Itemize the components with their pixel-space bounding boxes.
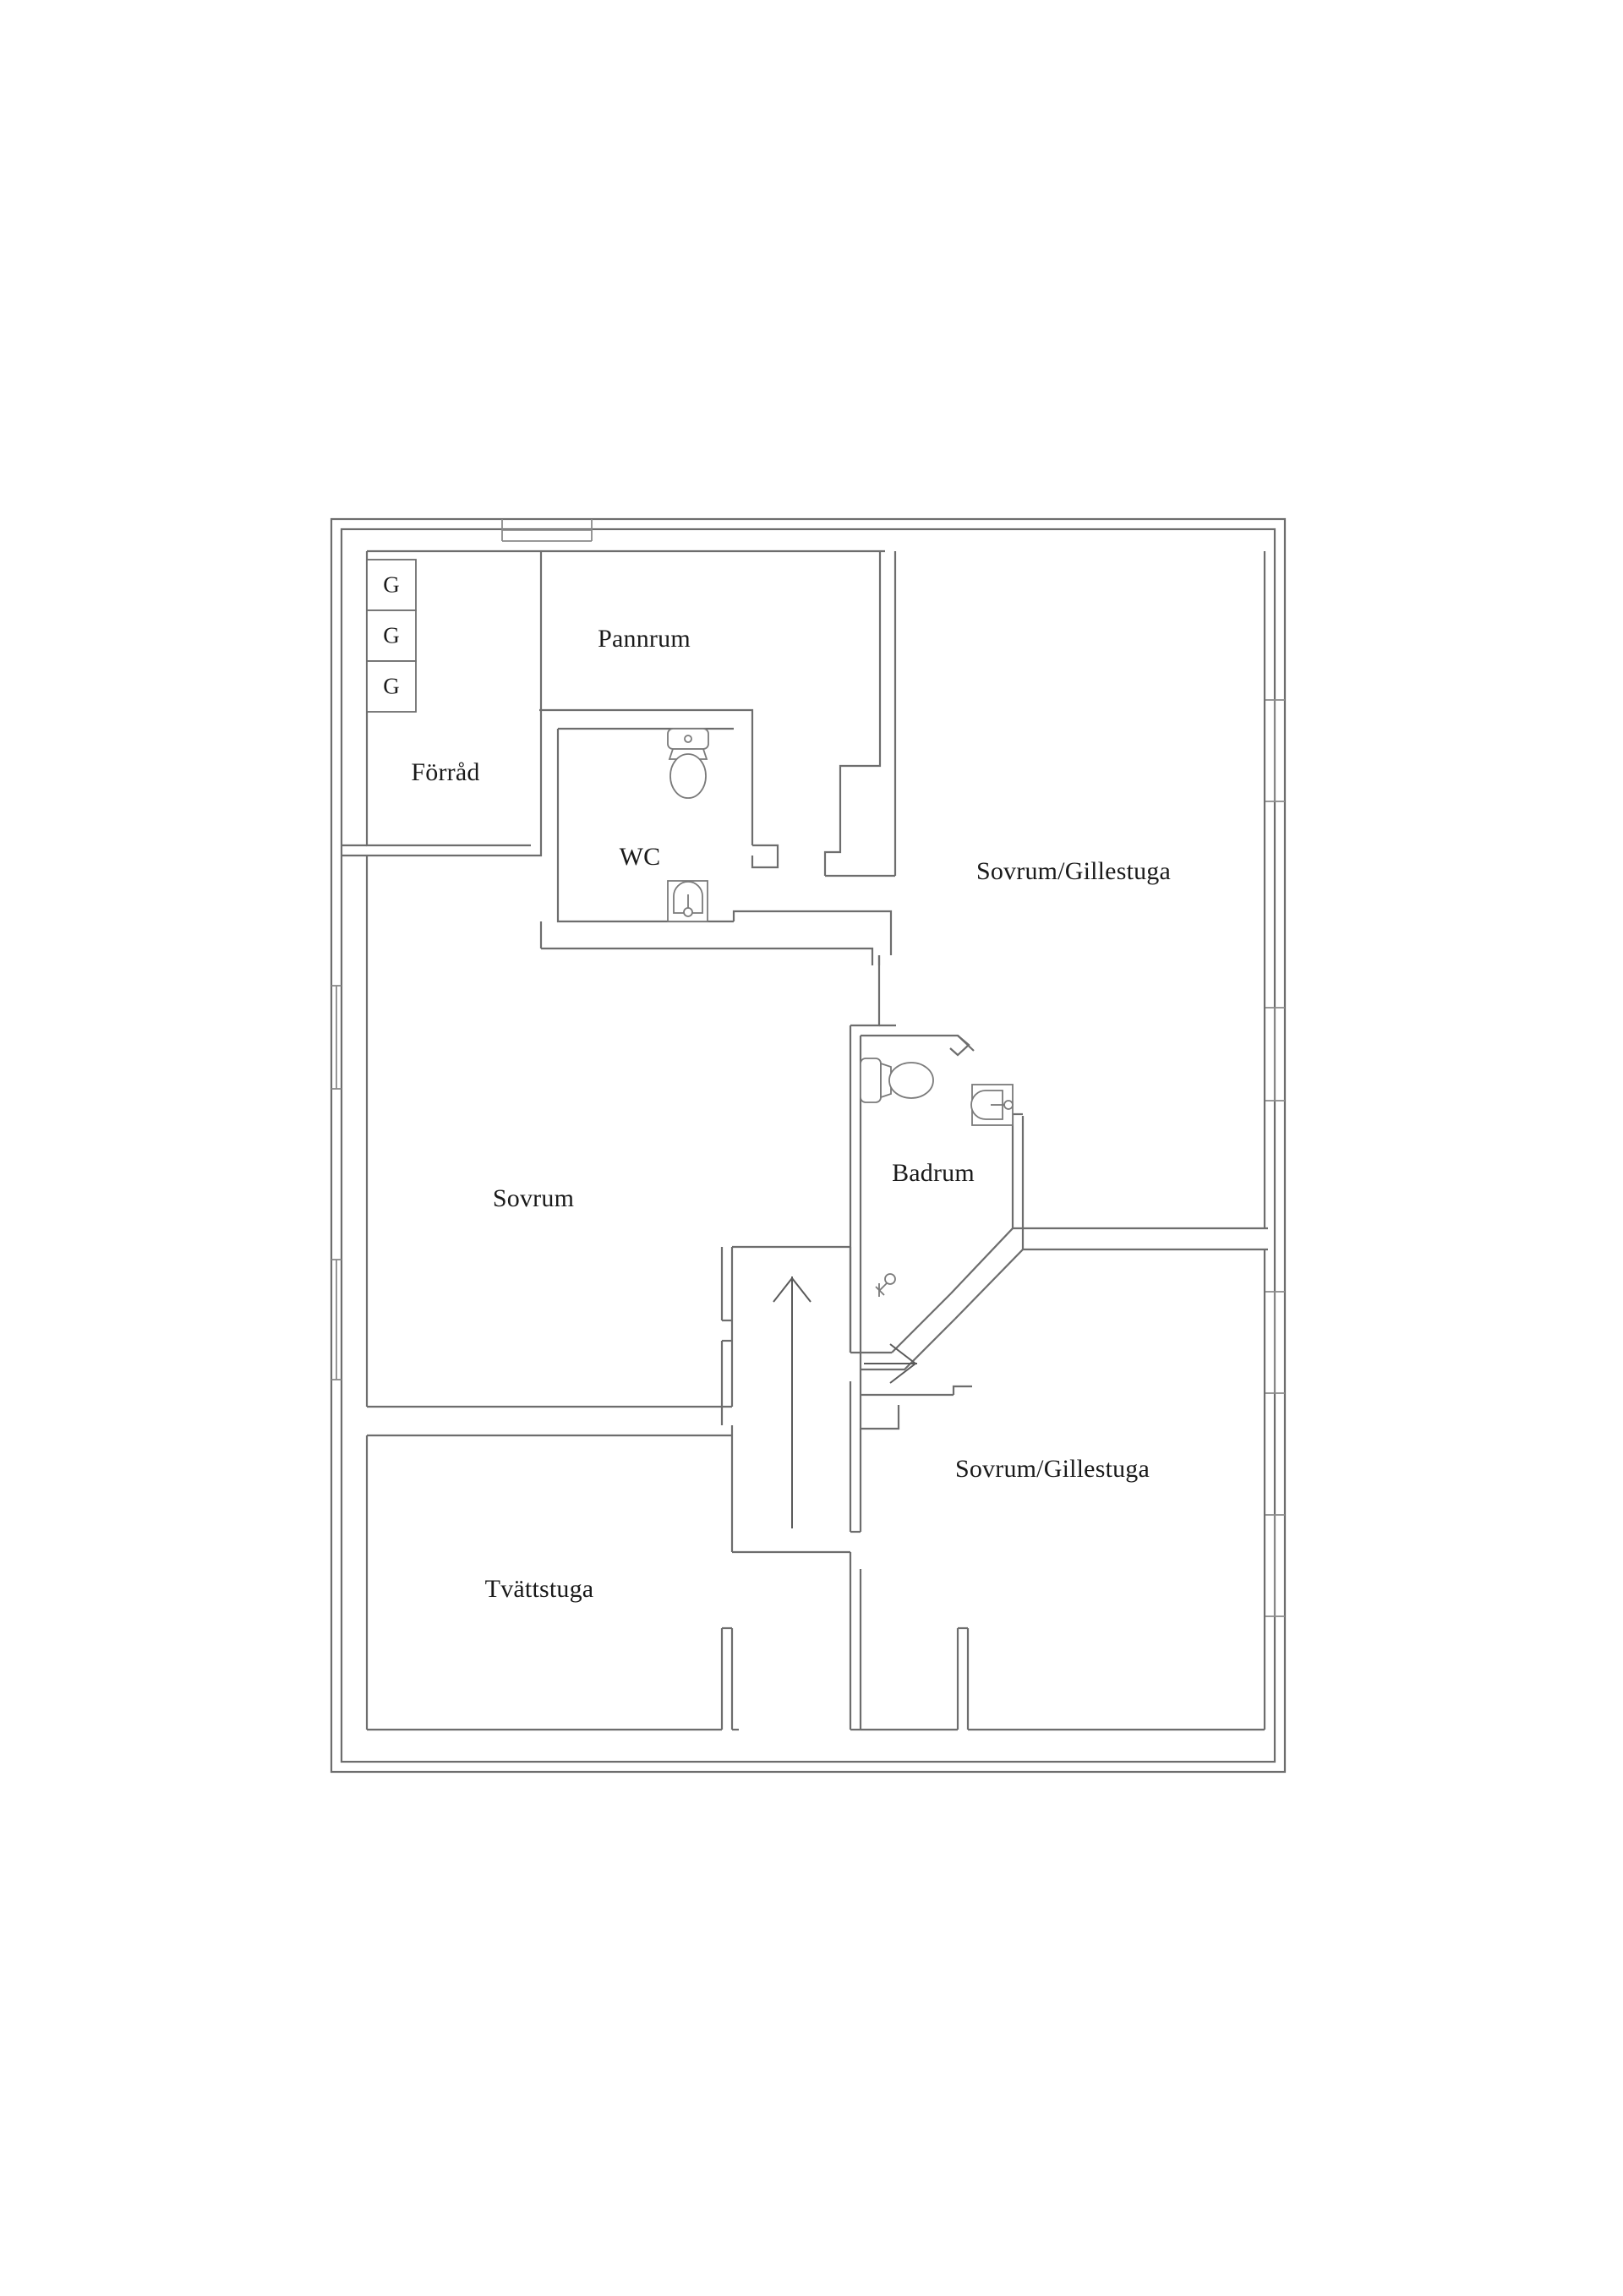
room-label-wc: WC	[619, 843, 661, 871]
wall-pannrum-gillestuga	[823, 551, 897, 877]
entry-right-arrow	[864, 1343, 917, 1384]
room-label-pannrum: Pannrum	[598, 625, 691, 653]
floor-drain-badrum	[875, 1273, 896, 1297]
glass-cabinet-label-3: G	[383, 673, 400, 699]
stair-up-arrow	[773, 1276, 812, 1528]
room-outline-wc	[539, 708, 893, 965]
room-label-sovrum: Sovrum	[492, 1184, 575, 1212]
room-label-sovrum-gillestuga-top: Sovrum/Gillestuga	[975, 857, 1172, 885]
room-outline-pannrum	[365, 549, 885, 847]
glass-cabinet-label-1: G	[383, 571, 400, 598]
room-label-sovrum-gillestuga-bottom: Sovrum/Gillestuga	[954, 1455, 1150, 1483]
window-right-wall-2	[1265, 1007, 1285, 1102]
window-right-wall-1	[1265, 699, 1285, 802]
window-right-wall-4	[1265, 1514, 1285, 1617]
window-right-wall-3	[1265, 1291, 1285, 1394]
wall-forrad-sovrum	[342, 551, 543, 857]
toilet-wc	[667, 728, 709, 799]
window-left-wall-1	[331, 985, 342, 1090]
stairwell-outline	[732, 1245, 972, 1569]
room-outline-sovrum	[342, 854, 734, 1552]
exterior-wall	[330, 517, 1287, 1774]
glass-cabinet-label-2: G	[383, 622, 400, 648]
room-outline-sovrum-gillestuga-lower	[849, 1249, 1266, 1731]
window-top-wall	[501, 519, 593, 542]
washbasin-wc	[667, 880, 708, 922]
washbasin-badrum	[970, 1084, 1014, 1126]
glass-block-cabinets	[366, 559, 417, 713]
toilet-badrum	[860, 1058, 934, 1103]
room-outline-tvattstuga	[365, 1434, 739, 1731]
room-label-tvattstuga: Tvättstuga	[484, 1575, 594, 1603]
room-label-badrum: Badrum	[892, 1159, 975, 1187]
window-left-wall-2	[331, 1259, 342, 1380]
room-label-forrad: Förråd	[411, 758, 480, 786]
